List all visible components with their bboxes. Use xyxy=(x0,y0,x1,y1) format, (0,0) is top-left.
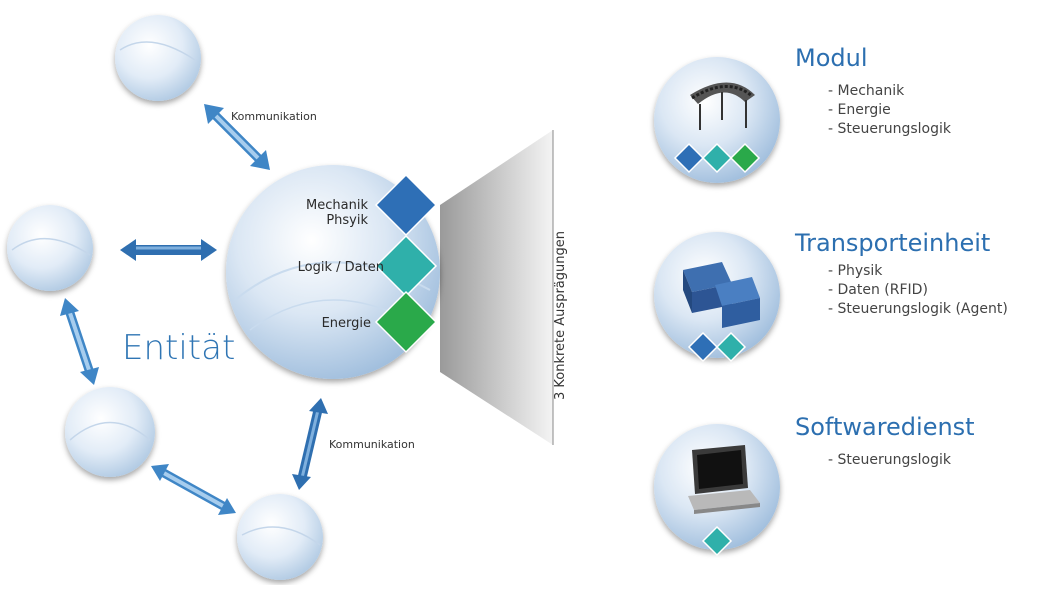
arrow-left-to-bottom-left xyxy=(60,298,99,385)
center-label-line-1: Mechanik xyxy=(306,198,368,213)
card-item: - Daten (RFID) xyxy=(828,282,928,298)
center-diamond xyxy=(374,290,438,354)
entity-sphere-bottom-left xyxy=(65,387,155,477)
card-item: - Steuerungslogik xyxy=(828,452,951,468)
card-item: - Steuerungslogik xyxy=(828,121,951,137)
divider-label: 3 Konkrete Ausprägungen xyxy=(553,231,568,400)
card-item: - Steuerungslogik (Agent) xyxy=(828,301,1008,317)
center-label-logik: Logik / Daten xyxy=(297,260,384,275)
card-item: - Energie xyxy=(828,102,891,118)
center-label-mechanik: Mechanik Phsyik xyxy=(306,198,368,228)
card-diamond xyxy=(715,331,747,363)
conveyor-icon xyxy=(690,82,755,130)
card-diamond xyxy=(701,525,733,557)
card-item: - Mechanik xyxy=(828,83,905,99)
card-title-softwaredienst: Softwaredienst xyxy=(795,413,975,441)
card-diamond xyxy=(701,142,733,174)
arrow-top-to-center xyxy=(204,104,270,170)
communication-label-top: Kommunikation xyxy=(231,110,317,123)
entity-sphere-left xyxy=(7,205,93,291)
projection-cone xyxy=(440,130,553,445)
card-item: - Physik xyxy=(828,263,883,279)
communication-label-bottom: Kommunikation xyxy=(329,438,415,451)
card-diamond xyxy=(729,142,761,174)
arrow-left-to-center xyxy=(120,239,217,261)
crates-icon xyxy=(683,262,760,328)
entity-sphere-bottom xyxy=(237,494,323,580)
card-items-transporteinheit: - Physik - Daten (RFID) - Steuerungslogi… xyxy=(828,262,1008,319)
card-title-modul: Modul xyxy=(795,44,868,72)
card-diamond xyxy=(687,331,719,363)
entity-sphere-top xyxy=(115,15,201,101)
center-label-line-2: Phsyik xyxy=(326,213,368,228)
card-items-softwaredienst: - Steuerungslogik xyxy=(828,451,951,470)
entity-label: Entität xyxy=(122,328,236,368)
arrow-bottom-left-to-bottom xyxy=(151,464,236,515)
card-items-modul: - Mechanik - Energie - Steuerungslogik xyxy=(828,82,951,139)
laptop-icon xyxy=(688,445,760,514)
card-title-transporteinheit: Transporteinheit xyxy=(795,229,991,257)
center-label-energie: Energie xyxy=(321,316,371,331)
card-diamond xyxy=(673,142,705,174)
arrow-bottom-to-center xyxy=(292,398,328,490)
